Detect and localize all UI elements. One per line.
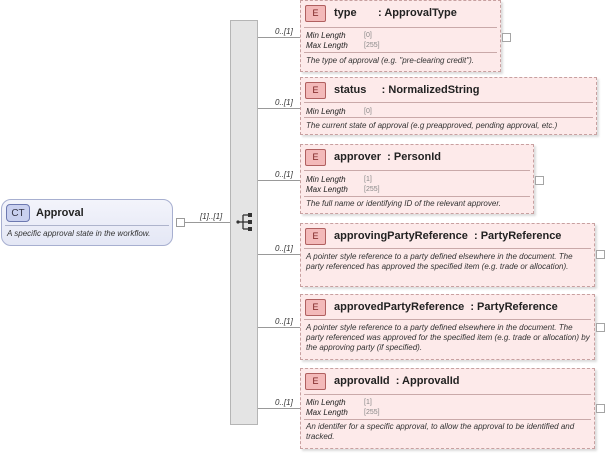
element-occurrence: 0..[1] (275, 317, 293, 326)
divider (304, 102, 593, 103)
element-badge: E (305, 4, 326, 22)
element-badge: E (305, 372, 326, 390)
connector-line (258, 108, 300, 109)
element-doc: The current state of approval (e.g preap… (306, 121, 558, 130)
facet-label: Min Length (306, 31, 346, 40)
connector-line (185, 222, 230, 223)
expand-toggle-icon[interactable] (596, 404, 605, 413)
element-header: E approvingPartyReference : PartyReferen… (305, 227, 561, 245)
facet-label: Min Length (306, 175, 346, 184)
connector-line (258, 37, 300, 38)
divider (304, 319, 591, 320)
element-occurrence: 0..[1] (275, 98, 293, 107)
divider (304, 248, 591, 249)
facet-value: [255] (364, 409, 380, 416)
complex-type-name: Approval (36, 207, 84, 219)
divider (304, 394, 591, 395)
element-approver[interactable]: E approver : PersonId Min Length [1] Max… (300, 144, 534, 214)
facet-value: [255] (364, 186, 380, 193)
complex-type-header: CT Approval (6, 204, 84, 222)
element-occurrence: 0..[1] (275, 170, 293, 179)
element-name: status : NormalizedString (334, 84, 480, 96)
element-header: E approvedPartyReference : PartyReferenc… (305, 298, 558, 316)
complex-type-badge: CT (6, 204, 30, 222)
facet-label: Min Length (306, 107, 346, 116)
divider (304, 52, 497, 53)
expand-toggle-icon[interactable] (535, 176, 544, 185)
element-doc: A pointer style reference to a party def… (306, 323, 590, 352)
connector-line (258, 408, 300, 409)
complex-type-doc: A specific approval state in the workflo… (7, 229, 151, 238)
facet-label: Max Length (306, 408, 348, 417)
element-approval-id[interactable]: E approvalId : ApprovalId Min Length [1]… (300, 368, 595, 449)
element-header: E type : ApprovalType (305, 4, 457, 22)
facet-value: [0] (364, 32, 372, 39)
element-occurrence: 0..[1] (275, 27, 293, 36)
connector-line (258, 327, 300, 328)
element-header: E status : NormalizedString (305, 81, 479, 99)
element-doc: A pointer style reference to a party def… (306, 252, 573, 271)
expand-toggle-icon[interactable] (596, 323, 605, 332)
facet-label: Max Length (306, 185, 348, 194)
element-badge: E (305, 148, 326, 166)
element-badge: E (305, 298, 326, 316)
sequence-icon (236, 213, 252, 231)
connector-line (258, 180, 300, 181)
element-name: type : ApprovalType (334, 7, 457, 19)
divider (304, 170, 530, 171)
divider (304, 27, 497, 28)
divider (304, 419, 591, 420)
element-header: E approvalId : ApprovalId (305, 372, 460, 390)
element-doc: The full name or identifying ID of the r… (306, 199, 501, 208)
expand-toggle-icon[interactable] (502, 33, 511, 42)
element-approving-party-reference[interactable]: E approvingPartyReference : PartyReferen… (300, 223, 595, 287)
element-badge: E (305, 81, 326, 99)
divider (304, 117, 593, 118)
divider (304, 196, 530, 197)
facet-value: [1] (364, 176, 372, 183)
divider (5, 225, 169, 226)
element-badge: E (305, 227, 326, 245)
element-name: approvalId : ApprovalId (334, 375, 460, 387)
element-header: E approver : PersonId (305, 148, 441, 166)
element-doc: The type of approval (e.g. "pre-clearing… (306, 56, 474, 65)
facet-value: [255] (364, 42, 380, 49)
element-occurrence: 0..[1] (275, 244, 293, 253)
sequence-occurrence: [1]..[1] (200, 212, 223, 221)
connector-line (258, 254, 300, 255)
element-name: approvedPartyReference : PartyReference (334, 301, 558, 313)
complex-type-approval[interactable]: CT Approval A specific approval state in… (1, 199, 173, 246)
expand-toggle-icon[interactable] (176, 218, 185, 227)
element-approved-party-reference[interactable]: E approvedPartyReference : PartyReferenc… (300, 294, 595, 360)
element-name: approver : PersonId (334, 151, 441, 163)
facet-label: Max Length (306, 41, 348, 50)
element-status[interactable]: E status : NormalizedString Min Length [… (300, 77, 597, 135)
element-name: approvingPartyReference : PartyReference (334, 230, 562, 242)
expand-toggle-icon[interactable] (596, 250, 605, 259)
element-occurrence: 0..[1] (275, 398, 293, 407)
element-doc: An identifer for a specific approval, to… (306, 422, 575, 441)
facet-value: [1] (364, 399, 372, 406)
facet-value: [0] (364, 108, 372, 115)
facet-label: Min Length (306, 398, 346, 407)
element-type[interactable]: E type : ApprovalType Min Length [0] Max… (300, 0, 501, 72)
